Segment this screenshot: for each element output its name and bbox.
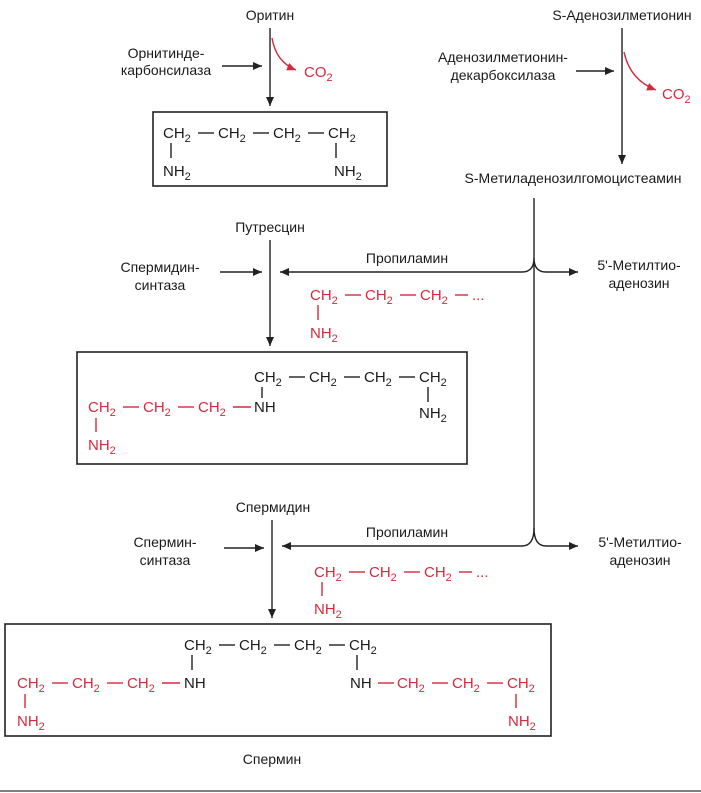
samdc-label-line1: Аденозилметионин-: [438, 49, 568, 65]
co2-product-2: CO2: [662, 86, 691, 106]
mta-label-1b: аденозин: [608, 275, 669, 291]
mta-label-1a: 5'-Метилтио-: [597, 257, 681, 273]
spermine-synthase-label-line2: синтаза: [140, 552, 191, 568]
svg-text:CH2: CH2: [273, 125, 301, 145]
co2-release-arrow-1: [271, 37, 297, 71]
putrescine-structure-box: [152, 111, 388, 187]
svg-text:CH2: CH2: [17, 675, 45, 695]
svg-text:NH2: NH2: [163, 163, 191, 183]
ornithine-label: Оритин: [246, 7, 294, 23]
spermine-label: Спермин: [243, 751, 301, 767]
svg-text:CH2: CH2: [294, 637, 322, 657]
spermidine-structure-box: [76, 351, 468, 465]
sam-label: S-Аденозилметионин: [552, 7, 691, 23]
svg-text:CH2: CH2: [424, 564, 452, 584]
co2-product-1: CO2: [304, 64, 333, 84]
propylamine-label-1: Пропиламин: [366, 250, 448, 266]
svg-text:CH2: CH2: [310, 287, 338, 307]
svg-text:...: ...: [476, 564, 489, 581]
svg-text:NH: NH: [184, 675, 206, 692]
svg-text:...: ...: [472, 287, 485, 304]
svg-text:NH2: NH2: [334, 163, 362, 183]
co2-release-arrow-2: [623, 51, 657, 91]
dcsam-branch-left-2: [521, 527, 535, 547]
putrescine-structure: CH2 CH2 CH2 CH2 NH2 NH2: [163, 125, 362, 183]
svg-text:NH: NH: [350, 675, 372, 692]
dcsam-branch-right-2: [533, 527, 547, 547]
svg-text:CH2: CH2: [452, 675, 480, 695]
odc-label-line2: карбонсилаза: [121, 62, 212, 78]
svg-text:NH2: NH2: [508, 713, 536, 733]
svg-text:NH2: NH2: [419, 405, 447, 425]
svg-text:CH2: CH2: [349, 637, 377, 657]
samdc-label-line2: декарбоксилаза: [451, 67, 556, 83]
svg-text:CH2: CH2: [88, 399, 116, 419]
svg-text:CH2: CH2: [72, 675, 100, 695]
svg-text:NH2: NH2: [314, 601, 342, 621]
svg-text:CH2: CH2: [239, 637, 267, 657]
spermine-structure-box: [4, 623, 552, 737]
svg-text:NH: NH: [254, 399, 276, 416]
svg-text:CH2: CH2: [365, 287, 393, 307]
spermidine-structure: CH2 CH2 CH2 CH2 NH NH2 CH2 CH2 CH2 NH2: [88, 369, 447, 457]
mta-label-2a: 5'-Метилтио-: [598, 534, 682, 550]
odc-label-line1: Орнитинде-: [128, 45, 205, 61]
spermidine-synthase-label-line2: синтаза: [135, 277, 186, 293]
svg-text:NH2: NH2: [310, 325, 338, 345]
propyl-group-2: CH2 CH2 CH2 ... NH2: [314, 564, 489, 621]
svg-text:CH2: CH2: [143, 399, 171, 419]
svg-text:NH2: NH2: [17, 713, 45, 733]
svg-text:CH2: CH2: [127, 675, 155, 695]
spermidine-label: Спермидин: [236, 499, 310, 515]
spermidine-synthase-label-line1: Спермидин-: [120, 259, 199, 275]
dcsam-branch-left-1: [521, 257, 535, 273]
dcsam-branch-right-1: [533, 257, 547, 273]
svg-text:CH2: CH2: [218, 125, 246, 145]
svg-text:CH2: CH2: [198, 399, 226, 419]
dcsam-label: S-Метиладенозилгомоцистеамин: [465, 170, 682, 186]
svg-text:CH2: CH2: [507, 675, 535, 695]
svg-text:CH2: CH2: [364, 369, 392, 389]
propyl-group-1: CH2 CH2 CH2 ... NH2: [310, 287, 485, 345]
spermine-synthase-label-line1: Спермин-: [133, 534, 196, 550]
svg-text:CH2: CH2: [420, 287, 448, 307]
svg-text:CH2: CH2: [254, 369, 282, 389]
svg-text:CH2: CH2: [309, 369, 337, 389]
mta-label-2b: аденозин: [609, 552, 670, 568]
propylamine-label-2: Пропиламин: [366, 524, 448, 540]
spermine-structure: CH2 CH2 CH2 CH2 NH NH CH2 CH2 CH2 NH2 CH…: [17, 637, 536, 733]
putrescine-label: Путресцин: [235, 219, 305, 235]
svg-text:CH2: CH2: [314, 564, 342, 584]
svg-text:CH2: CH2: [328, 125, 356, 145]
svg-text:CH2: CH2: [419, 369, 447, 389]
svg-text:CH2: CH2: [184, 637, 212, 657]
svg-text:CH2: CH2: [397, 675, 425, 695]
svg-text:CH2: CH2: [369, 564, 397, 584]
svg-text:NH2: NH2: [88, 437, 116, 457]
svg-text:CH2: CH2: [163, 125, 191, 145]
